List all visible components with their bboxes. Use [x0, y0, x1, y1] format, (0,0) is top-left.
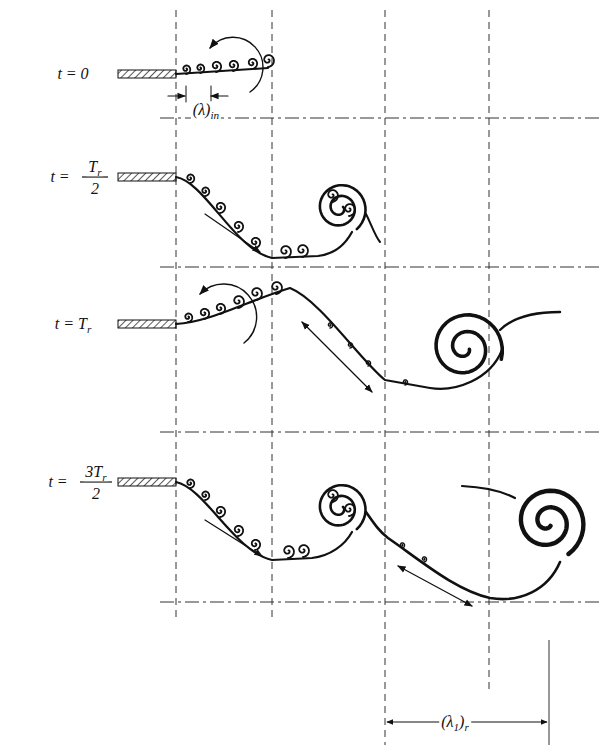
vortex-sheet — [176, 177, 352, 258]
vortex-curl — [235, 222, 243, 232]
motion-arrow — [302, 322, 372, 392]
vortex-curl — [403, 380, 407, 385]
splitter-plate — [118, 70, 176, 486]
motion-arrow — [205, 520, 262, 556]
wavelength-label: (λ1)r — [439, 713, 471, 731]
vortex-curl — [217, 507, 225, 517]
vortex-curl — [281, 246, 291, 258]
vortex-sheet — [366, 512, 560, 599]
large-vortex — [436, 315, 502, 373]
vortex-curl — [328, 323, 332, 328]
dimension-tick — [211, 86, 212, 102]
vortex-curl — [197, 65, 204, 74]
vortex-curl — [183, 66, 190, 75]
vortex-sheet — [500, 312, 560, 330]
large-vortex — [320, 485, 366, 529]
vortex-curl — [400, 543, 404, 548]
reference-lines — [80, 10, 600, 745]
vortex-curl — [234, 296, 244, 308]
vortex-curl — [201, 309, 209, 319]
rotation-arrow — [210, 37, 263, 92]
vortex-curl — [185, 314, 192, 323]
vortex-curl — [348, 343, 352, 348]
vortex-curl — [328, 190, 338, 202]
time-label: t = — [46, 473, 69, 491]
fraction-numerator: 3Tr — [83, 463, 108, 481]
dimension-arrow — [211, 95, 228, 96]
vortex-curl — [366, 361, 370, 366]
large-vortex — [320, 185, 366, 229]
vortex-sheet — [366, 214, 380, 242]
vortex-curl — [328, 490, 338, 502]
vortex-curl — [272, 282, 282, 294]
vortex-curl — [187, 480, 194, 489]
vortex-curl — [187, 175, 194, 184]
dimension-tick — [186, 86, 187, 102]
fraction-denominator: 2 — [89, 180, 101, 198]
vortex-curl — [345, 504, 355, 516]
fraction-numerator: Tr — [86, 158, 103, 176]
vortex-curl — [249, 59, 257, 69]
time-label: t = Tr — [53, 315, 94, 333]
vortex-curl — [422, 557, 426, 562]
vortex-curl — [202, 188, 209, 197]
vortex-curl — [298, 245, 308, 257]
vortex-curl — [217, 304, 225, 314]
vortex-curl — [252, 540, 260, 550]
dimension-arrow — [168, 95, 185, 96]
rotation-arrow — [200, 284, 257, 343]
vortex-curl — [202, 492, 209, 501]
vortex-curl — [252, 288, 262, 300]
large-vortex — [521, 491, 584, 554]
time-label: t = 0 — [55, 65, 90, 83]
wavelength-label: (λ)in — [191, 101, 221, 119]
vortex-curl — [235, 526, 243, 536]
vortex-sheet — [176, 288, 502, 389]
vortex-curl — [230, 61, 238, 71]
vortex-sheet — [462, 486, 515, 498]
vortex-curl — [345, 204, 355, 216]
fraction-denominator: 2 — [90, 485, 102, 503]
vortex-curl — [299, 545, 309, 557]
vortex-curl — [213, 62, 221, 72]
time-label: t = — [48, 168, 71, 186]
vortex-curl — [284, 546, 294, 558]
motion-arrow — [398, 566, 472, 606]
vortex-curl — [217, 203, 225, 213]
motion-arrow — [205, 214, 260, 252]
vortex-curl — [264, 55, 274, 67]
